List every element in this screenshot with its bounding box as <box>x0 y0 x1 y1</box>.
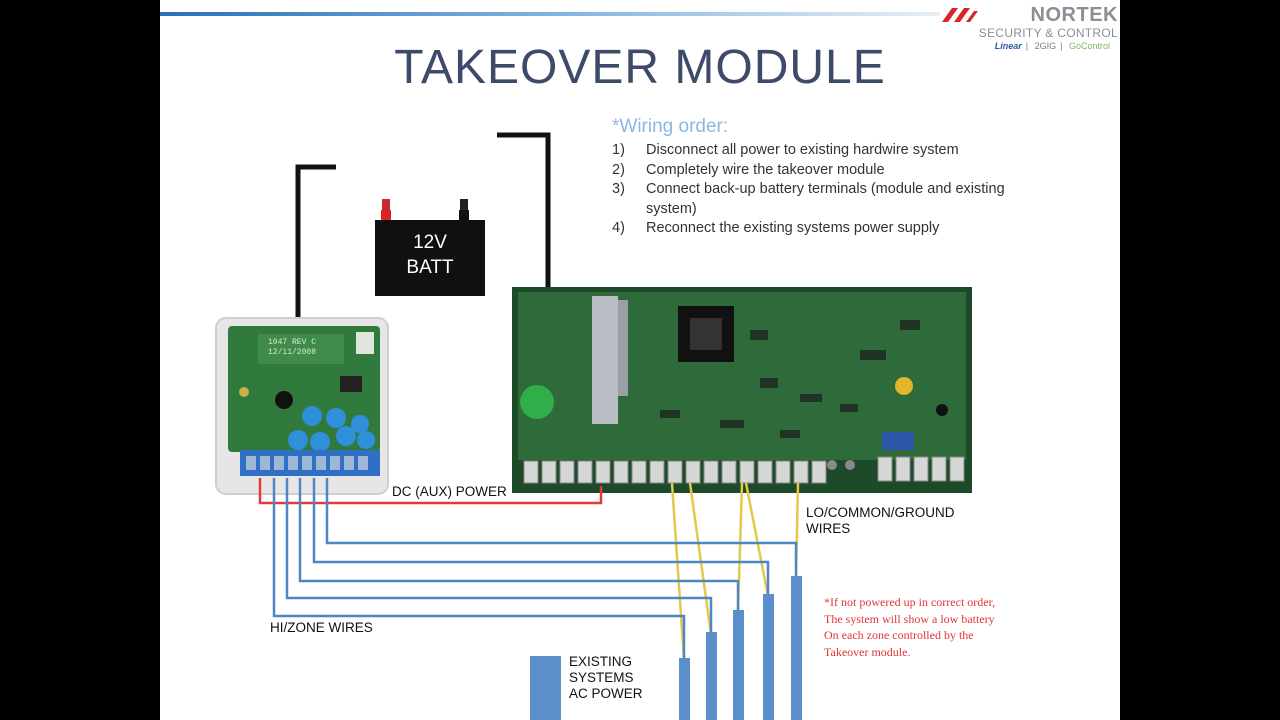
wiring-step: 1)Disconnect all power to existing hardw… <box>612 142 959 158</box>
logo-tagline: SECURITY & CONTROL <box>978 26 1118 40</box>
wire-ends <box>530 576 802 720</box>
nortek-mark-icon <box>942 8 978 22</box>
dc-power-wire <box>258 478 603 505</box>
wiring-step: 3)Connect back-up battery terminals (mod… <box>612 181 1005 217</box>
common-wires-label: LO/COMMON/GROUND WIRES <box>806 505 955 536</box>
nortek-logo: NORTEK SECURITY & CONTROL Linear| 2GIG| … <box>940 2 1120 62</box>
battery-label: 12V BATT <box>375 230 485 280</box>
wiring-steps: 1)Disconnect all power to existing hardw… <box>612 141 1032 239</box>
wiring-step: 4)Reconnect the existing systems power s… <box>612 220 940 236</box>
wiring-step: 2)Completely wire the takeover module <box>612 161 885 178</box>
wiring-diagram <box>215 132 972 720</box>
existing-alarm-panel <box>512 287 972 493</box>
battery-lead-module <box>295 164 336 318</box>
module-silkscreen: 1047 REV C 12/11/2008 <box>268 338 317 357</box>
battery-lead-panel <box>497 132 551 290</box>
zone-wires-label: HI/ZONE WIRES <box>270 620 373 635</box>
battery-label-line1: 12V <box>413 232 447 253</box>
battery-label-line2: BATT <box>406 257 454 278</box>
logo-2gig: 2GIG <box>1034 41 1057 51</box>
logo-brand: NORTEK <box>1030 4 1118 26</box>
logo-linear: Linear <box>994 41 1022 51</box>
slide-title: TAKEOVER MODULE <box>394 41 886 94</box>
header-rule <box>160 12 940 16</box>
dc-power-label: DC (AUX) POWER <box>392 484 507 499</box>
battery-12v <box>375 199 485 296</box>
power-order-note: *If not powered up in correct order, The… <box>824 595 996 659</box>
slide: NORTEK SECURITY & CONTROL Linear| 2GIG| … <box>160 0 1120 720</box>
wiring-heading: *Wiring order: <box>612 116 729 137</box>
logo-gocontrol: GoControl <box>1068 41 1110 51</box>
zone-wires <box>272 478 798 660</box>
ac-power-label: EXISTING SYSTEMS AC POWER <box>569 654 643 701</box>
logo-subbrands: Linear| 2GIG| GoControl <box>994 41 1110 51</box>
takeover-module <box>215 317 389 495</box>
